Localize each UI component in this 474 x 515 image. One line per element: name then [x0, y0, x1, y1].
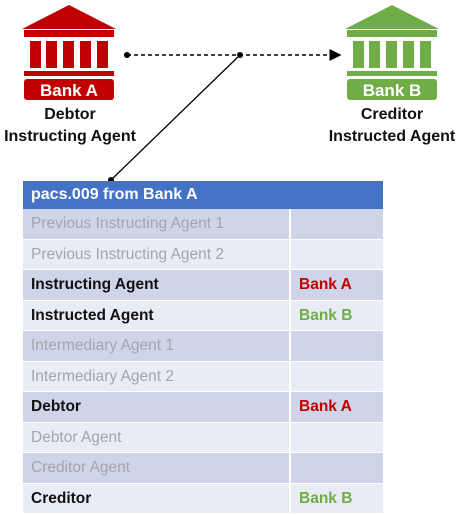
- bank-a-building-icon: [22, 5, 116, 100]
- message-callout-line: [110, 54, 241, 181]
- bank-a-role-agent: Instructing Agent: [4, 128, 136, 145]
- table-row: Intermediary Agent 2: [23, 361, 383, 392]
- field-label: Previous Instructing Agent 1: [31, 215, 225, 232]
- table-body: Previous Instructing Agent 1 Previous Ins…: [23, 209, 383, 514]
- field-label: Intermediary Agent 1: [31, 337, 175, 354]
- field-value: [289, 453, 383, 483]
- arrow-start-dot: [124, 52, 130, 58]
- field-value: Bank A: [289, 392, 383, 422]
- field-value: [289, 331, 383, 361]
- field-label: Debtor Agent: [31, 428, 122, 446]
- field-label: Creditor: [31, 489, 92, 507]
- table-row: Creditor Agent: [23, 453, 383, 484]
- pacs009-message-table: pacs.009 from Bank A Previous Instructin…: [23, 181, 383, 514]
- table-row: Previous Instructing Agent 2: [23, 239, 383, 270]
- bank-b-role-agent: Instructed Agent: [328, 128, 456, 145]
- field-value: Bank B: [289, 483, 383, 513]
- field-label: Instructed Agent: [31, 306, 154, 324]
- table-row: Instructed Agent Bank B: [23, 300, 383, 331]
- table-row: Debtor Bank A: [23, 392, 383, 423]
- bank-b-node: Bank B: [342, 5, 442, 101]
- bank-a-name: Bank A: [40, 81, 98, 100]
- field-value: Bank B: [289, 300, 383, 330]
- field-value: Bank A: [289, 270, 383, 300]
- field-label: Instructing Agent: [31, 276, 159, 293]
- table-row: Instructing Agent Bank A: [23, 270, 383, 301]
- table-row: Intermediary Agent 1: [23, 331, 383, 362]
- field-label: Intermediary Agent 2: [31, 367, 175, 385]
- table-header: pacs.009 from Bank A: [23, 181, 383, 209]
- bank-b-role-creditor: Creditor: [360, 106, 424, 123]
- field-value: [289, 422, 383, 452]
- bank-a-role-debtor: Debtor: [44, 106, 96, 123]
- field-label: Previous Instructing Agent 2: [31, 245, 225, 263]
- bank-b-caption: Creditor Instructed Agent: [322, 104, 462, 148]
- field-label: Creditor Agent: [31, 459, 131, 476]
- table-row: Previous Instructing Agent 1: [23, 209, 383, 240]
- field-label: Debtor: [31, 398, 81, 415]
- bank-b-building-icon: [345, 5, 439, 100]
- field-value: [289, 209, 383, 239]
- bank-a-node: Bank A: [19, 5, 119, 101]
- bank-b-name: Bank B: [362, 81, 422, 100]
- table-row: Debtor Agent: [23, 422, 383, 453]
- field-value: [289, 239, 383, 269]
- bank-a-caption: Debtor Instructing Agent: [0, 104, 140, 148]
- table-row: Creditor Bank B: [23, 483, 383, 514]
- field-value: [289, 361, 383, 391]
